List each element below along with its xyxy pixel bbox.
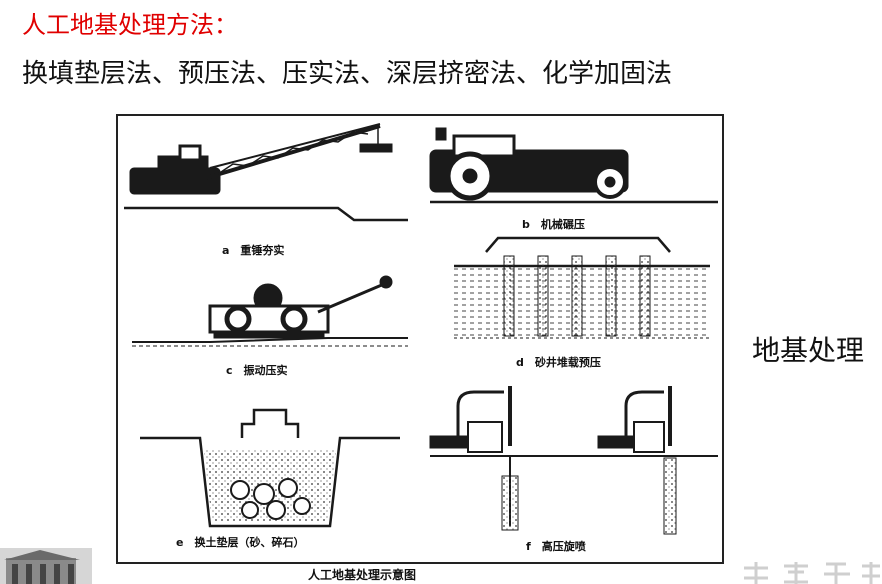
panel-e-cushion-icon (140, 408, 400, 528)
page-title: 人工地基处理方法： (22, 11, 238, 39)
methods-list: 换填垫层法、预压法、压实法、深层挤密法、化学加固法 (22, 59, 673, 89)
side-label: 地基处理 (752, 334, 865, 367)
panel-d-sandwell-icon (454, 236, 710, 339)
panel-c-vibrator-icon (132, 275, 408, 347)
panel-f-jetgrout-icon (429, 386, 718, 535)
panel-a-crane-icon (124, 123, 408, 222)
panel-b-caption: b 机械碾压 (522, 218, 585, 231)
panel-c-caption: c 振动压实 (226, 364, 288, 377)
panel-e-caption: e 换土垫层（砂、碎石） (176, 536, 305, 549)
panel-d-caption: d 砂井堆载预压 (516, 356, 601, 369)
panel-a-caption: a 重锤夯实 (222, 244, 285, 257)
figure-drawing (124, 123, 718, 535)
figure-illustration: a 重锤夯实 b 机械碾压 c 振动压实 d 砂井堆载预压 e 换土垫层（砂、碎… (116, 114, 724, 564)
panel-b-roller-icon (429, 127, 718, 204)
panel-f-caption: f 高压旋喷 (526, 540, 586, 553)
figure-caption: 人工地基处理示意图 (308, 568, 417, 582)
watermark-glyph (744, 562, 880, 584)
building-photo-icon (0, 548, 92, 584)
